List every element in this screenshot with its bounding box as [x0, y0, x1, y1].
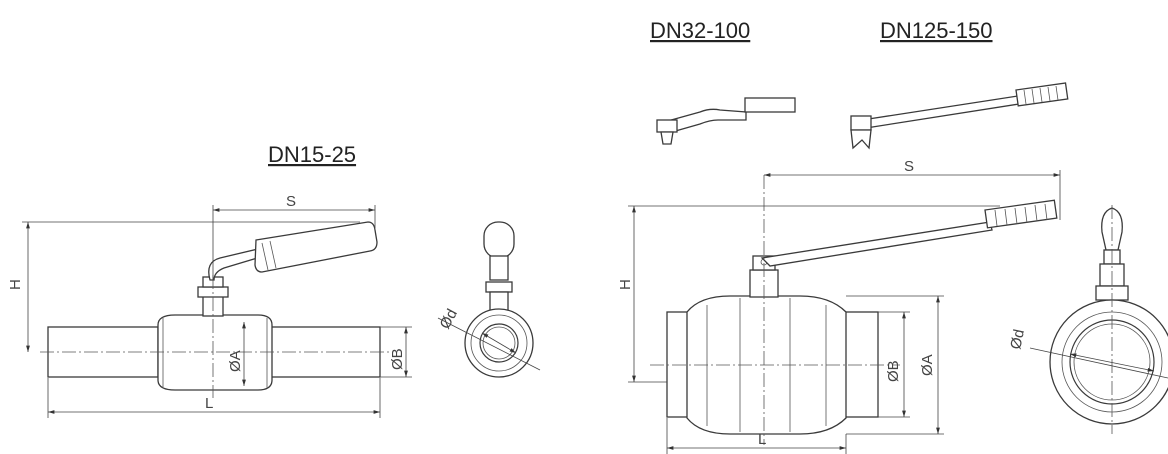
small-dim-l: L	[205, 395, 213, 412]
title-dn15-25: DN15-25	[268, 142, 356, 167]
large-valve-dimensions: S H L ØB ØA	[617, 158, 1061, 454]
small-dim-a: ØA	[227, 350, 244, 372]
large-valve-side-view	[650, 175, 1058, 445]
large-valve-end-view: Ød	[1007, 205, 1168, 434]
large-dim-s: S	[904, 158, 914, 175]
title-dn125-150: DN125-150	[880, 18, 993, 43]
large-dim-a: ØA	[919, 354, 936, 376]
small-dim-s: S	[286, 193, 296, 210]
large-dim-h: H	[617, 279, 634, 290]
large-dim-b: ØB	[885, 360, 902, 382]
small-valve-end-view: Ød	[437, 221, 541, 378]
title-dn32-100: DN32-100	[650, 18, 750, 43]
large-dim-l: L	[758, 431, 766, 448]
small-valve-side-view	[40, 221, 392, 398]
small-dim-b: ØB	[389, 348, 406, 370]
large-dim-d: Ød	[1007, 328, 1028, 351]
small-valve-dimensions: S H L ØA ØB	[7, 193, 412, 418]
lever-dn125-150	[850, 82, 1069, 150]
small-dim-h: H	[7, 279, 24, 290]
lever-dn32-100	[656, 97, 796, 145]
